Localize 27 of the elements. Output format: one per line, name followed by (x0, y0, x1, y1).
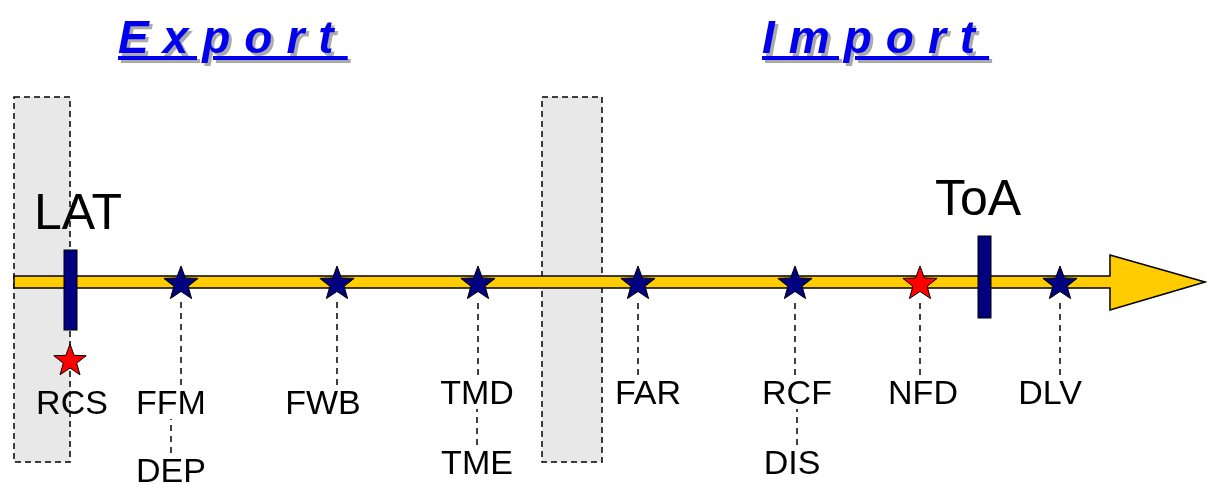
star-marker (1042, 266, 1078, 300)
section-heading: Import (762, 12, 990, 62)
leader-line (170, 418, 172, 454)
star-marker (777, 266, 813, 300)
event-code: TME (441, 445, 513, 479)
event-code: FWB (285, 385, 361, 419)
event-code: FFM (136, 385, 206, 419)
leader-line (476, 408, 478, 446)
section-heading: Export (118, 12, 348, 62)
leader-line (336, 299, 338, 386)
event-code: DIS (763, 445, 821, 479)
event-code: NFD (888, 375, 958, 409)
milestone-label: ToA (935, 172, 1022, 224)
star-marker (460, 266, 496, 300)
event-code: DLV (1018, 375, 1082, 409)
event-code: RCS (36, 385, 108, 419)
leader-line (796, 408, 798, 446)
event-code: FAR (614, 375, 682, 409)
event-code: DEP (136, 453, 206, 484)
star-marker (319, 266, 355, 300)
star-marker (163, 266, 199, 300)
star-marker (902, 266, 938, 300)
milestone-label: LAT (34, 186, 122, 238)
event-code: TMD (440, 375, 514, 409)
event-code: RCF (762, 375, 832, 409)
leader-line (180, 299, 182, 386)
star-marker (620, 266, 656, 300)
